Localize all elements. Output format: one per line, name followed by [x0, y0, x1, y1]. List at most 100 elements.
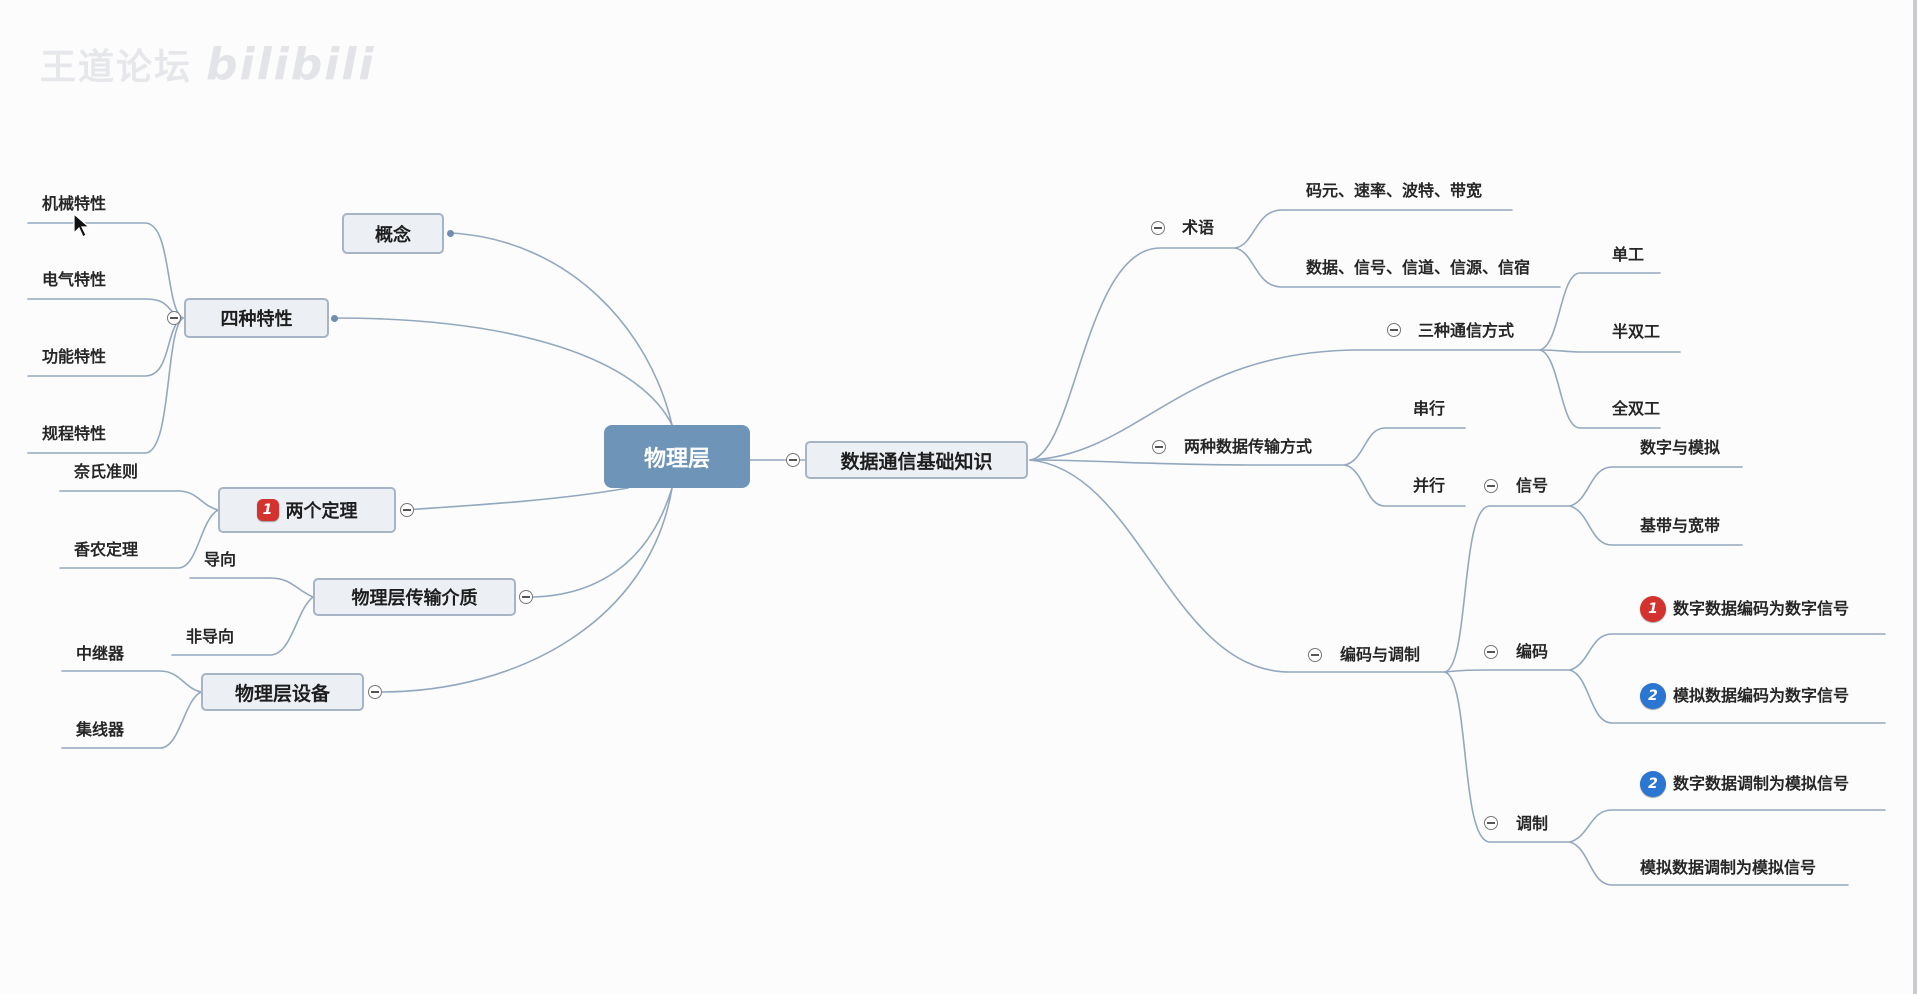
- link-four-proc: [27, 317, 184, 454]
- link-terms-1: [1234, 209, 1513, 249]
- collapse-encoding[interactable]: [1484, 645, 1498, 659]
- link-dc-encmod: [1029, 459, 1446, 673]
- link-thm-shannon: [59, 509, 219, 569]
- mouse-pointer-icon: [73, 213, 91, 238]
- link-root-four: [334, 317, 673, 426]
- leaf-baseband-broadband[interactable]: 基带与宽带: [1640, 516, 1721, 535]
- link-three-half: [1539, 349, 1681, 353]
- root-node[interactable]: 物理层: [604, 425, 750, 488]
- link-dc-three: [1029, 349, 1541, 461]
- leaf-hub[interactable]: 集线器: [76, 720, 125, 739]
- node-devices-label: 物理层设备: [234, 682, 330, 705]
- link-mod-da: [1569, 809, 1886, 843]
- leaf-functional[interactable]: 功能特性: [42, 347, 107, 366]
- link-root-devices: [379, 487, 673, 693]
- collapse-medium[interactable]: [519, 590, 533, 604]
- link-three-simplex: [1539, 272, 1661, 351]
- node-two-theorems-label: 两个定理: [285, 501, 358, 522]
- window-edge: [1913, 0, 1917, 994]
- link-four-elec: [27, 298, 184, 319]
- topic-encode-modulate[interactable]: 编码与调制: [1340, 645, 1421, 664]
- leaf-serial[interactable]: 串行: [1413, 399, 1446, 418]
- link-enc-ad: [1569, 669, 1886, 724]
- leaf-mechanical[interactable]: 机械特性: [42, 194, 107, 213]
- link-dc-terms: [1029, 247, 1236, 461]
- topic-terms[interactable]: 术语: [1182, 218, 1215, 237]
- leaf-electrical[interactable]: 电气特性: [42, 270, 107, 289]
- link-root-concept: [450, 232, 673, 426]
- leaf-enc-analog-digital-label: 模拟数据编码为数字信号: [1673, 686, 1850, 705]
- topic-two-transfer[interactable]: 两种数据传输方式: [1184, 437, 1313, 456]
- link-root-theorems: [403, 487, 629, 511]
- collapse-two-transfer[interactable]: [1152, 440, 1166, 454]
- leaf-shannon[interactable]: 香农定理: [74, 540, 139, 559]
- node-four-characteristics-label: 四种特性: [220, 309, 293, 330]
- link-med-unguided: [171, 596, 314, 656]
- link-em-signal: [1444, 505, 1571, 673]
- node-concept-anchor: [447, 230, 454, 237]
- link-dev-repeater: [61, 670, 202, 693]
- collapse-two-theorems[interactable]: [400, 503, 414, 517]
- priority-badge-1: 1: [256, 499, 279, 521]
- link-mod-aa: [1569, 841, 1849, 886]
- link-dc-two: [1029, 459, 1346, 466]
- leaf-enc-digital-digital[interactable]: 1 数字数据编码为数字信号: [1640, 596, 1849, 622]
- leaf-repeater[interactable]: 中继器: [76, 644, 125, 663]
- node-data-comm-label: 数据通信基础知识: [840, 450, 993, 473]
- watermark-brand-logo: bilibili: [206, 39, 376, 90]
- collapse-encode-modulate[interactable]: [1308, 648, 1322, 662]
- topic-signal[interactable]: 信号: [1516, 476, 1549, 495]
- topic-encoding[interactable]: 编码: [1516, 642, 1549, 661]
- link-terms-2: [1234, 247, 1561, 288]
- leaf-unguided[interactable]: 非导向: [186, 627, 235, 646]
- collapse-devices[interactable]: [368, 685, 382, 699]
- link-sig-bb: [1569, 505, 1743, 546]
- link-med-guided: [189, 577, 314, 598]
- collapse-data-comm[interactable]: [786, 453, 800, 467]
- leaf-enc-analog-digital[interactable]: 2 模拟数据编码为数字信号: [1640, 683, 1849, 709]
- leaf-procedural[interactable]: 规程特性: [42, 424, 107, 443]
- link-two-parallel: [1344, 464, 1466, 507]
- leaf-mod-digital-analog[interactable]: 2 数字数据调制为模拟信号: [1640, 771, 1849, 797]
- leaf-half-duplex[interactable]: 半双工: [1612, 322, 1661, 341]
- link-two-serial: [1344, 427, 1466, 466]
- link-thm-nyquist: [59, 490, 219, 511]
- leaf-full-duplex[interactable]: 全双工: [1612, 399, 1661, 418]
- topic-modulation[interactable]: 调制: [1516, 814, 1549, 833]
- node-devices[interactable]: 物理层设备: [201, 673, 364, 711]
- leaf-enc-digital-digital-label: 数字数据编码为数字信号: [1673, 599, 1850, 618]
- watermark-text: 王道论坛: [40, 47, 193, 88]
- node-four-characteristics-anchor: [331, 315, 338, 322]
- link-three-full: [1539, 349, 1661, 429]
- topic-three-modes[interactable]: 三种通信方式: [1418, 321, 1515, 340]
- leaf-guided[interactable]: 导向: [204, 550, 237, 569]
- leaf-digital-analog[interactable]: 数字与模拟: [1640, 438, 1721, 457]
- leaf-terms-1[interactable]: 码元、速率、波特、带宽: [1306, 181, 1483, 200]
- leaf-mod-analog-analog[interactable]: 模拟数据调制为模拟信号: [1640, 858, 1817, 877]
- priority-badge-1: 1: [1640, 596, 1666, 622]
- collapse-modulation[interactable]: [1484, 816, 1498, 830]
- collapse-terms[interactable]: [1151, 221, 1165, 235]
- collapse-four-characteristics[interactable]: [167, 311, 181, 325]
- node-concept-label: 概念: [375, 224, 411, 246]
- leaf-nyquist[interactable]: 奈氏准则: [74, 462, 139, 481]
- node-two-theorems[interactable]: 1 两个定理: [218, 487, 396, 533]
- watermark: 王道论坛 bilibili: [40, 38, 376, 90]
- priority-badge-2: 2: [1640, 771, 1666, 797]
- node-concept[interactable]: 概念: [342, 213, 444, 254]
- node-data-comm[interactable]: 数据通信基础知识: [805, 441, 1028, 479]
- node-medium[interactable]: 物理层传输介质: [313, 578, 516, 616]
- leaf-terms-2[interactable]: 数据、信号、信道、信源、信宿: [1306, 258, 1531, 277]
- priority-badge-2: 2: [1640, 683, 1666, 709]
- collapse-signal[interactable]: [1484, 479, 1498, 493]
- root-node-label: 物理层: [643, 446, 710, 472]
- leaf-simplex[interactable]: 单工: [1612, 245, 1645, 264]
- collapse-three-modes[interactable]: [1387, 323, 1401, 337]
- link-dev-hub: [61, 691, 202, 749]
- link-em-encoding: [1444, 669, 1571, 673]
- leaf-parallel[interactable]: 并行: [1413, 476, 1446, 495]
- node-four-characteristics[interactable]: 四种特性: [184, 298, 329, 338]
- node-medium-label: 物理层传输介质: [351, 588, 478, 609]
- link-root-medium: [532, 487, 673, 598]
